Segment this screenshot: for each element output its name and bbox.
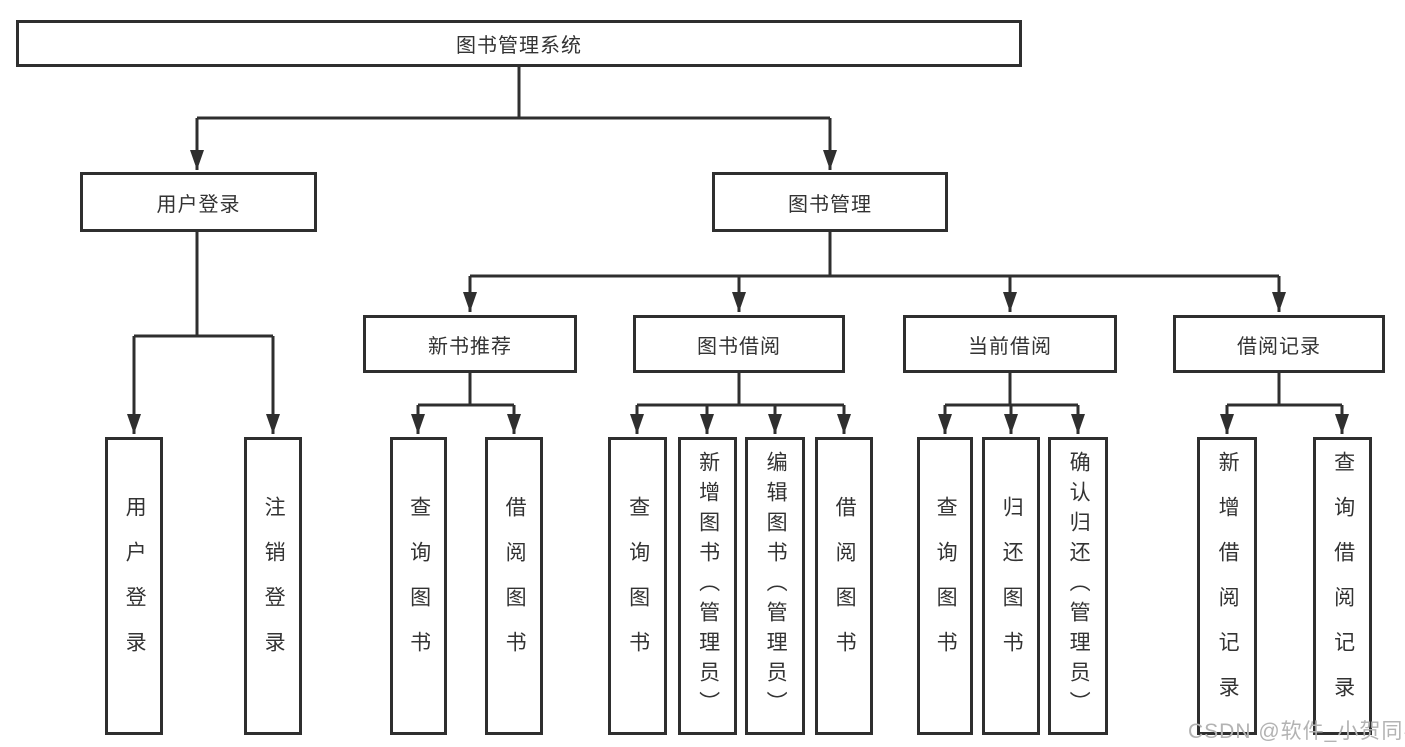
node-book-borrow: 图书借阅 (633, 315, 845, 373)
leaf-record-add-record: 新增借阅记录 (1197, 437, 1257, 735)
leaf-current-query-book: 查询图书 (917, 437, 973, 735)
connector-user-login (134, 232, 273, 338)
connector-root (197, 67, 830, 120)
leaf-borrow-add-book-label: 新增图书（管理员） (696, 451, 720, 721)
node-user-login-label: 用户登录 (156, 193, 241, 216)
leaf-borrow-borrow-book: 借阅图书 (815, 437, 873, 735)
node-root: 图书管理系统 (16, 20, 1022, 67)
leaf-recommend-query-book: 查询图书 (390, 437, 447, 735)
connector-book-management (470, 232, 1279, 278)
leaf-user-login-label: 用户登录 (123, 496, 147, 676)
leaf-record-query-record-label: 查询借阅记录 (1331, 451, 1355, 721)
leaf-record-add-record-label: 新增借阅记录 (1216, 451, 1240, 721)
leaf-borrow-borrow-book-label: 借阅图书 (833, 496, 857, 676)
connector-current-borrow (945, 373, 1078, 407)
node-new-book-recommend: 新书推荐 (363, 315, 577, 373)
leaf-current-confirm-return: 确认归还（管理员） (1048, 437, 1108, 735)
leaf-borrow-edit-book-label: 编辑图书（管理员） (764, 451, 788, 721)
leaf-current-return-book: 归还图书 (982, 437, 1040, 735)
node-root-label: 图书管理系统 (456, 35, 582, 57)
leaf-logout-login-label: 注销登录 (262, 496, 286, 676)
connector-borrow-records (1227, 373, 1342, 407)
leaf-current-confirm-return-label: 确认归还（管理员） (1067, 451, 1091, 721)
leaf-logout-login: 注销登录 (244, 437, 302, 735)
leaf-borrow-add-book: 新增图书（管理员） (678, 437, 737, 735)
leaf-current-query-book-label: 查询图书 (934, 496, 958, 676)
leaf-user-login: 用户登录 (105, 437, 163, 735)
node-user-login: 用户登录 (80, 172, 317, 232)
leaf-current-return-book-label: 归还图书 (1000, 496, 1024, 676)
csdn-watermark: CSDN @软件_小贺同学 (1188, 720, 1405, 743)
leaf-record-query-record: 查询借阅记录 (1313, 437, 1372, 735)
connector-new-book (418, 373, 514, 407)
node-borrow-records: 借阅记录 (1173, 315, 1385, 373)
node-book-borrow-label: 图书借阅 (697, 335, 781, 358)
node-current-borrow: 当前借阅 (903, 315, 1117, 373)
leaf-borrow-edit-book: 编辑图书（管理员） (745, 437, 805, 735)
node-book-management-label: 图书管理 (788, 193, 872, 216)
node-current-borrow-label: 当前借阅 (968, 335, 1052, 358)
leaf-borrow-query-book: 查询图书 (608, 437, 667, 735)
node-new-book-recommend-label: 新书推荐 (428, 335, 512, 358)
leaf-recommend-query-book-label: 查询图书 (407, 496, 431, 676)
leaf-borrow-query-book-label: 查询图书 (626, 496, 650, 676)
leaf-recommend-borrow-book-label: 借阅图书 (503, 496, 527, 676)
node-borrow-records-label: 借阅记录 (1237, 335, 1321, 358)
leaf-recommend-borrow-book: 借阅图书 (485, 437, 543, 735)
node-book-management: 图书管理 (712, 172, 948, 232)
connector-book-borrow (637, 373, 844, 407)
